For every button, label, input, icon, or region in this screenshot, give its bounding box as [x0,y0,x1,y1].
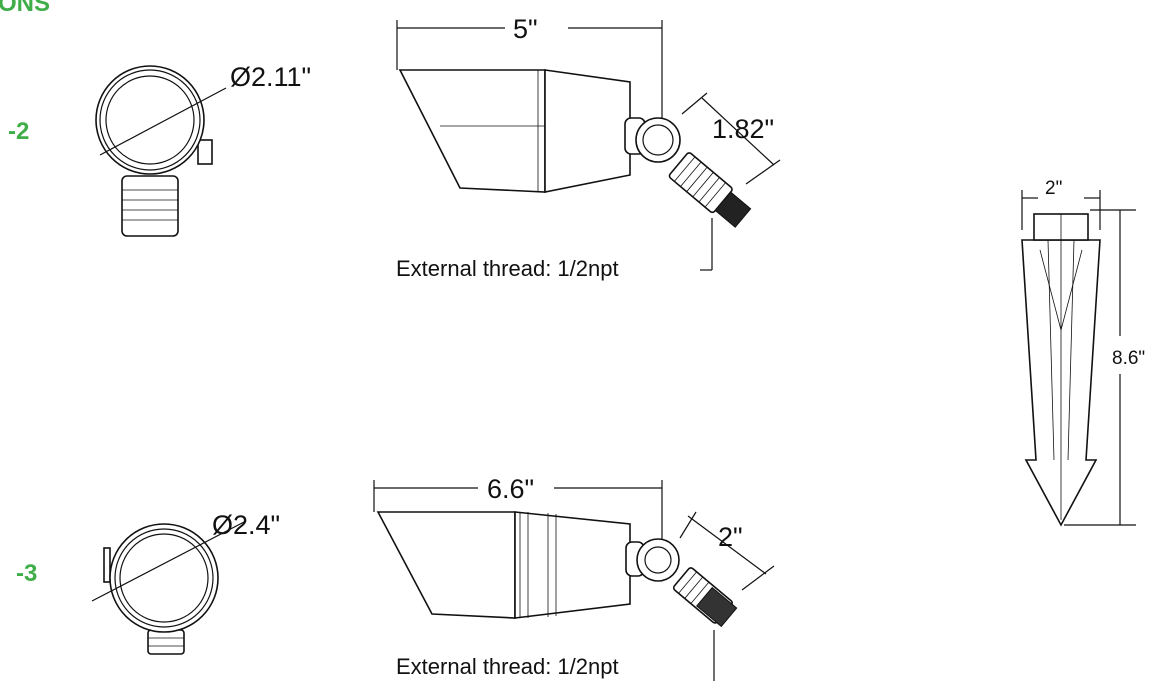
model-label-2: -2 [8,118,30,145]
section-title: ONS [0,0,51,17]
model-3-diameter: Ø2.4" [212,510,280,540]
model-3-side-view [373,480,775,681]
model-3-neck: 2" [718,522,743,552]
model-label-3: -3 [16,560,38,587]
model-2-side-view [396,20,781,271]
ground-stake [1021,190,1136,527]
model-2-front-view [95,65,227,237]
model-3-thread-note: External thread: 1/2npt [396,654,619,679]
model-2-diameter: Ø2.11" [230,62,311,92]
stake-width: 2" [1045,178,1062,199]
model-3-length: 6.6" [487,474,534,504]
model-2-thread-note: External thread: 1/2npt [396,256,619,281]
model-2-length: 5" [513,14,538,44]
stake-height: 8.6" [1112,348,1145,369]
model-3-front-view [91,521,245,655]
model-2-neck: 1.82" [712,114,774,144]
